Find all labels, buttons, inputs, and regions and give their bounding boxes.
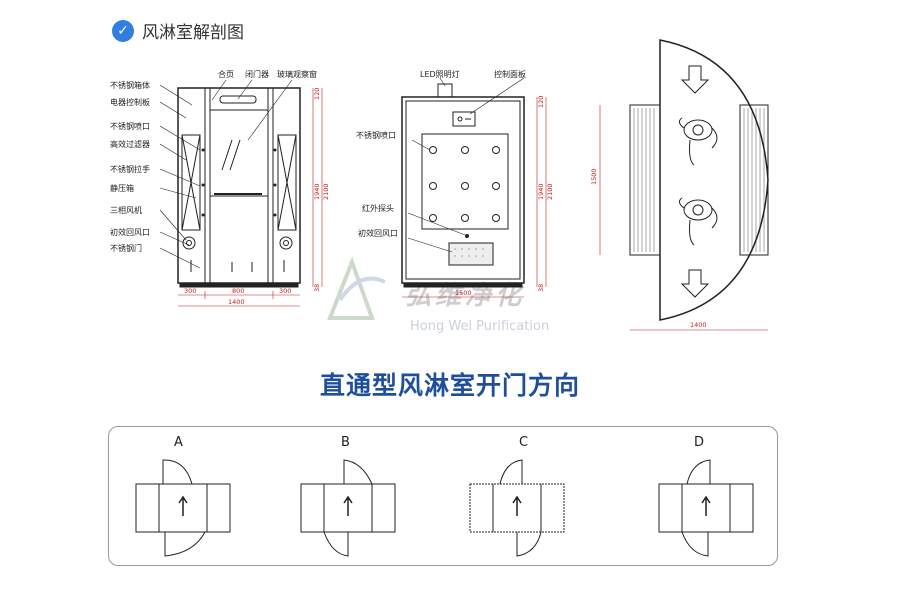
front-control-panel — [452, 111, 476, 127]
label-return: 初效回风口 — [110, 227, 150, 237]
side-dim-h-mid: 1940 — [313, 183, 321, 200]
label-hepa: 高效过滤器 — [110, 139, 150, 149]
page-title: 风淋室解剖图 — [142, 23, 244, 43]
top-dim-w: 1400 — [690, 321, 707, 329]
label-plenum: 静压箱 — [110, 183, 134, 193]
front-dim-w-total: 1500 — [455, 289, 472, 297]
label-closer: 闭门器 — [245, 69, 269, 79]
side-view — [159, 79, 323, 307]
label-steel-box: 不锈钢箱体 — [110, 80, 150, 90]
side-body — [177, 87, 301, 284]
top-dim-h: 1500 — [590, 168, 598, 185]
side-dim-h1: 120 — [313, 88, 321, 100]
diagram-canvas: 弘维净化 Hong Wei Purification — [110, 39, 769, 334]
label-handle: 不锈钢拉手 — [110, 164, 150, 174]
front-view — [401, 77, 547, 298]
front-dim-h-total: 2100 — [546, 183, 554, 200]
label-front-nozzle: 不锈钢喷口 — [356, 130, 396, 140]
label-front-return: 初效回风口 — [358, 228, 398, 238]
side-dim-w-right: 300 — [279, 287, 291, 295]
front-dim-h1: 120 — [537, 96, 545, 108]
top-arrow-down-icon — [680, 65, 710, 94]
label-nozzle: 不锈钢喷口 — [110, 121, 150, 131]
label-door: 不锈钢门 — [110, 243, 142, 253]
label-fan: 三相风机 — [110, 205, 142, 215]
header: ✓ 风淋室解剖图 — [112, 18, 244, 43]
door-options-panel — [108, 426, 778, 566]
side-dim-h-total: 2100 — [322, 183, 330, 200]
side-view-labels: 不锈钢箱体 电器控制板 不锈钢喷口 高效过滤器 不锈钢拉手 静压箱 三相风机 初… — [110, 69, 330, 306]
front-dim-h-bottom: 38 — [537, 284, 545, 292]
label-hinge: 合页 — [218, 69, 234, 79]
person-icon — [678, 117, 718, 166]
label-ir-sensor: 红外探头 — [362, 203, 394, 213]
label-control-panel: 控制面板 — [494, 69, 526, 79]
person-icon-2 — [678, 197, 718, 246]
top-view-labels: 1500 1400 — [590, 168, 707, 329]
side-dim-w-left: 300 — [184, 287, 196, 295]
top-view — [599, 39, 769, 331]
top-arrow-down-icon-2 — [680, 269, 710, 298]
label-window: 玻璃观察窗 — [277, 69, 317, 79]
watermark: 弘维净化 Hong Wei Purification — [327, 256, 549, 334]
check-circle-icon: ✓ — [112, 19, 134, 42]
watermark-en: Hong Wei Purification — [410, 319, 549, 334]
side-led — [219, 95, 257, 104]
side-dim-w-total: 1400 — [228, 298, 245, 306]
watermark-logo-icon — [327, 256, 375, 320]
door-direction-title: 直通型风淋室开门方向 — [319, 371, 580, 400]
front-view-labels: LED照明灯 控制面板 不锈钢喷口 红外探头 初效回风口 120 1940 21… — [356, 69, 554, 297]
side-dim-w-mid: 800 — [232, 287, 244, 295]
side-dim-h-bottom: 38 — [313, 284, 321, 292]
front-dim-h-mid: 1940 — [537, 183, 545, 200]
label-control-board: 电器控制板 — [110, 97, 150, 107]
label-led: LED照明灯 — [420, 69, 460, 79]
